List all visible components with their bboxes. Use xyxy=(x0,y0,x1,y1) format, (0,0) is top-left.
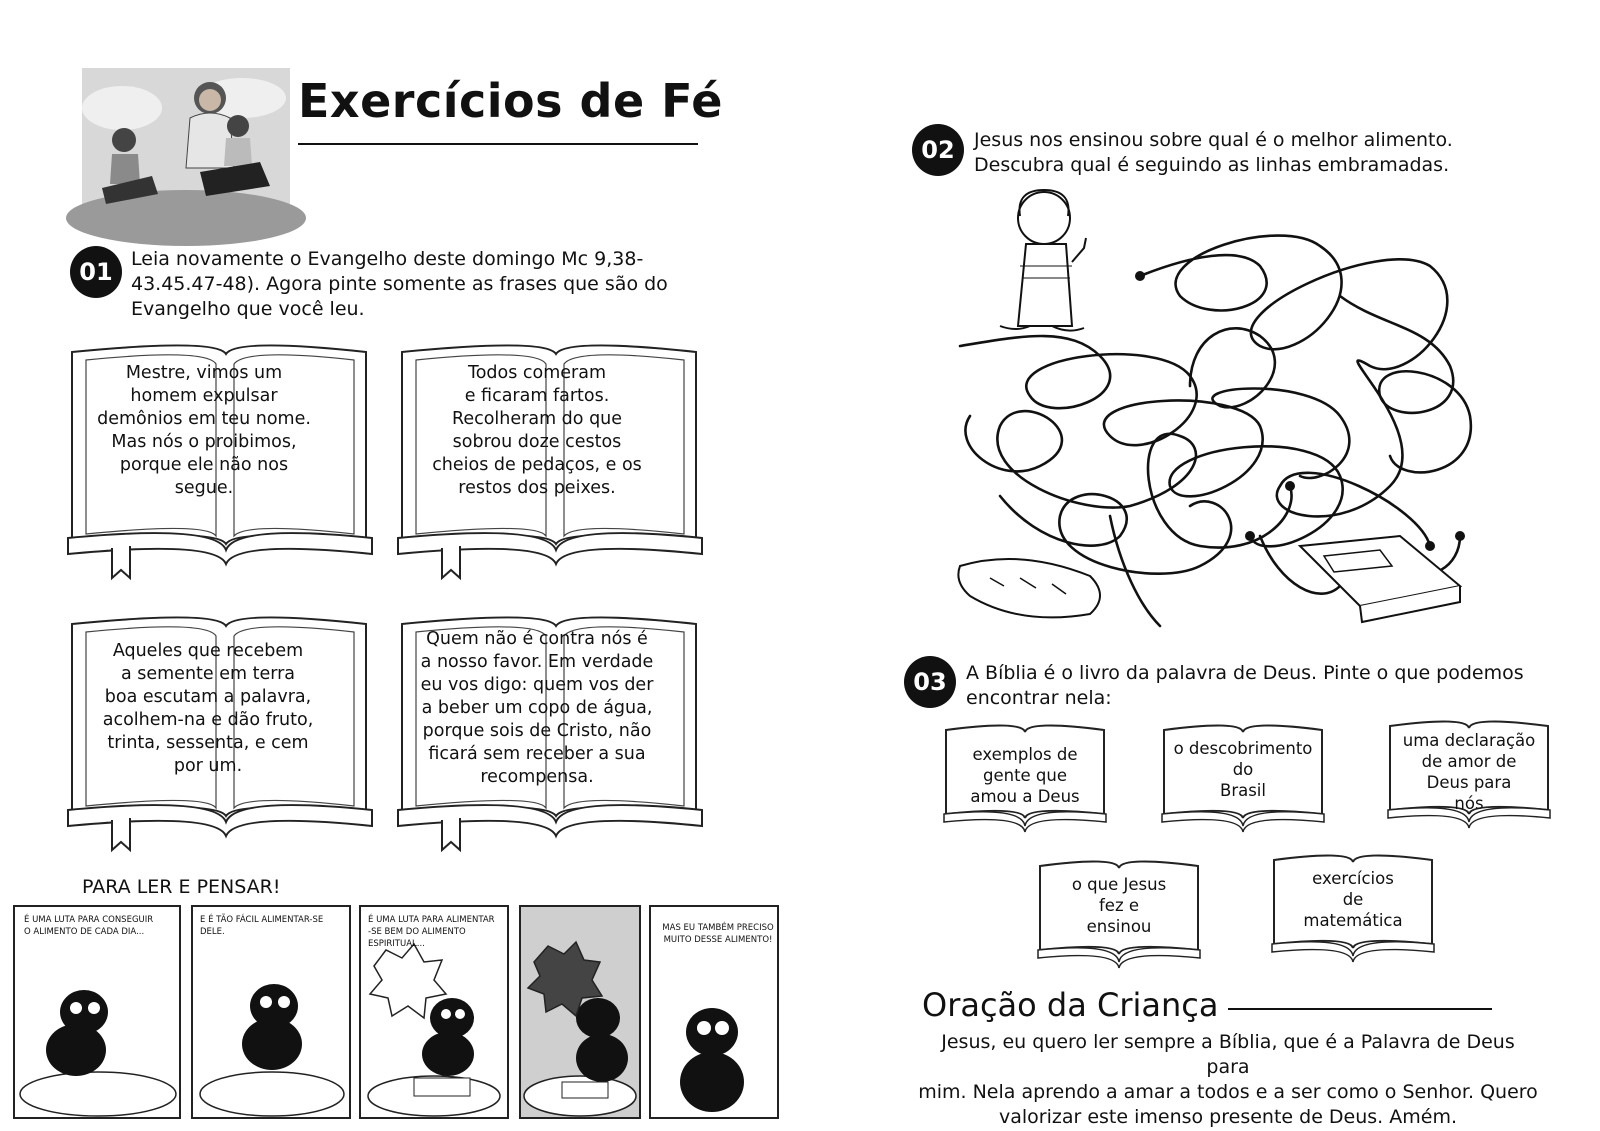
bible-content-option[interactable]: exemplos de gente que amou a Deus xyxy=(970,745,1080,806)
gospel-phrase-option[interactable]: Todos comeram e ficaram fartos. Recolher… xyxy=(432,363,642,498)
bible-content-option[interactable]: uma declaração de amor de Deus para nós xyxy=(1402,731,1536,813)
gospel-phrase-option[interactable]: Mestre, vimos um homem expulsar demônios… xyxy=(97,363,311,498)
comic-caption: É uma luta para conseguir o alimento de … xyxy=(24,915,154,937)
exercise-02-instruction: Jesus nos ensinou sobre qual é o melhor … xyxy=(974,129,1453,176)
book-frame xyxy=(67,616,373,853)
book-frame xyxy=(397,616,703,853)
header-illustration xyxy=(66,68,306,246)
page-title: Exercícios de Fé xyxy=(298,74,723,128)
small-book-frame xyxy=(1271,854,1435,963)
exercise-number-badge: 02 xyxy=(912,124,964,176)
exercise-number-badge: 03 xyxy=(904,656,956,708)
small-book-frame xyxy=(943,724,1107,833)
comic-heading: PARA LER E PENSAR! xyxy=(82,876,281,898)
gospel-phrase-option[interactable]: Aqueles que recebem a semente em terra b… xyxy=(102,641,314,776)
comic-caption: E é tão fácil alimentar-se dele. xyxy=(200,915,324,937)
tangled-lines-maze xyxy=(957,188,1473,628)
bible-content-option[interactable]: o que Jesus fez e ensinou xyxy=(1071,875,1167,936)
gospel-phrase-option[interactable]: Quem não é contra nós é a nosso favor. E… xyxy=(420,629,654,787)
prayer-text: Jesus, eu quero ler sempre a Bíblia, que… xyxy=(918,1031,1538,1128)
comic-caption: É uma luta para alimentar -se bem do ali… xyxy=(368,915,495,949)
bible-content-option[interactable]: exercícios de matemática xyxy=(1303,869,1403,930)
small-book-frame xyxy=(1037,860,1201,969)
exercise-01-instruction: Leia novamente o Evangelho deste domingo… xyxy=(131,248,668,320)
comic-strip xyxy=(13,905,779,1119)
comic-caption: Mas eu também preciso muito desse alimen… xyxy=(662,923,774,945)
small-book-frame xyxy=(1387,720,1551,829)
exercise-03-instruction: A Bíblia é o livro da palavra de Deus. P… xyxy=(966,662,1524,709)
bible-content-option[interactable]: o descobrimento do Brasil xyxy=(1173,739,1313,800)
title-underline xyxy=(298,143,698,145)
small-book-frame xyxy=(1161,724,1325,833)
prayer-title-rule xyxy=(1228,1008,1492,1010)
book-frame xyxy=(67,344,373,581)
book-frame xyxy=(397,344,703,581)
prayer-title: Oração da Criança xyxy=(922,986,1219,1024)
exercise-number-badge: 01 xyxy=(70,246,122,298)
